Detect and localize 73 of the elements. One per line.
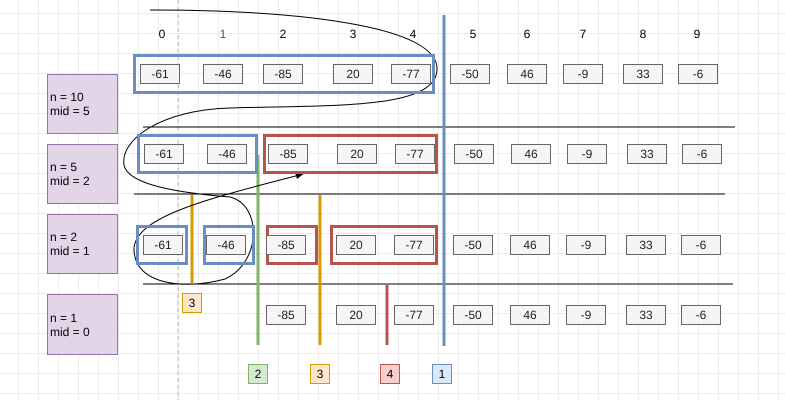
index-label: 2 [280, 27, 286, 41]
array-element: -77 [395, 144, 435, 164]
array-element: 33 [623, 64, 663, 84]
index-label: 8 [640, 27, 646, 41]
array-element: -61 [143, 235, 183, 255]
state-text: n = 1 [50, 310, 78, 324]
subarray-frame [137, 134, 258, 174]
state-text: mid = 0 [50, 324, 91, 338]
index-label: 0 [158, 27, 166, 41]
array-element: -46 [206, 235, 246, 255]
array-element: 33 [626, 305, 666, 325]
array-element: 20 [333, 64, 373, 84]
index-label: 7 [580, 27, 586, 41]
step-tag: 3 [310, 364, 330, 384]
subarray-frame [263, 134, 438, 174]
array-element: -9 [567, 144, 607, 164]
state-box [47, 144, 118, 204]
array-element: -77 [394, 305, 434, 325]
index-label: 4 [410, 27, 416, 41]
subarray-frame [203, 225, 255, 265]
recursion-arrow [123, 10, 438, 285]
array-element: -6 [681, 235, 721, 255]
array-element: -9 [563, 64, 603, 84]
state-text: n = 2 [50, 230, 78, 244]
array-element: 46 [510, 235, 550, 255]
step-tag: 4 [380, 364, 400, 384]
array-element: -50 [453, 305, 493, 325]
array-element: 20 [336, 305, 376, 325]
array-element: -50 [453, 235, 493, 255]
subarray-frame [330, 225, 438, 265]
state-box [47, 74, 118, 134]
array-element: -6 [681, 305, 721, 325]
array-element: -77 [394, 235, 434, 255]
index-label: 3 [350, 27, 356, 41]
index-label: 6 [524, 27, 530, 41]
index-label: 9 [694, 27, 700, 41]
array-element: -9 [566, 305, 606, 325]
array-element: -77 [391, 64, 431, 84]
index-label: 1 [220, 27, 226, 41]
array-element: -50 [450, 64, 490, 84]
state-text: n = 10 [50, 90, 85, 104]
array-element: -50 [454, 144, 494, 164]
state-box [47, 214, 118, 274]
array-element: -46 [207, 144, 247, 164]
state-text: n = 5 [50, 160, 78, 174]
array-element: 20 [337, 144, 377, 164]
state-box [47, 294, 118, 355]
step-tag: 3 [182, 293, 202, 313]
array-element: 20 [336, 235, 376, 255]
array-element: 46 [507, 64, 547, 84]
array-element: -61 [144, 144, 184, 164]
array-element: -85 [266, 235, 306, 255]
state-text: mid = 1 [50, 244, 91, 258]
state-text: mid = 2 [50, 174, 91, 188]
array-element: -61 [140, 64, 180, 84]
array-element: -6 [682, 144, 722, 164]
index-label: 5 [470, 27, 476, 41]
subarray-frame [266, 225, 318, 265]
subarray-frame [133, 54, 435, 94]
array-element: 46 [510, 305, 550, 325]
array-element: 33 [626, 235, 666, 255]
array-element: -6 [678, 64, 718, 84]
array-element: -9 [566, 235, 606, 255]
array-element: -85 [263, 64, 303, 84]
step-tag: 1 [432, 364, 452, 384]
array-element: 33 [627, 144, 667, 164]
array-element: -46 [203, 64, 243, 84]
state-text: mid = 5 [50, 104, 91, 118]
array-element: -85 [268, 144, 308, 164]
array-element: -85 [266, 305, 306, 325]
array-element: 46 [511, 144, 551, 164]
step-tag: 2 [248, 364, 268, 384]
subarray-frame [136, 225, 188, 265]
